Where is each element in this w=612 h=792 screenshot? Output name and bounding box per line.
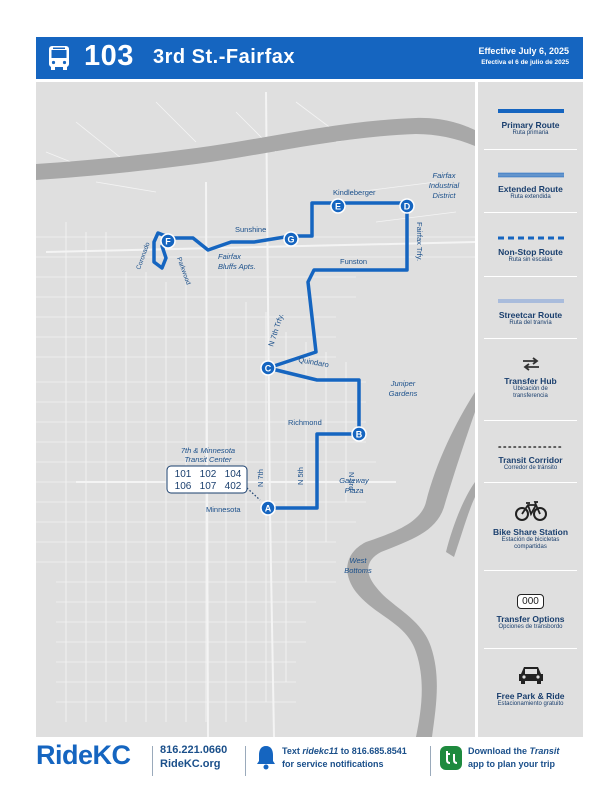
stop-f[interactable]: F xyxy=(160,233,176,249)
extended-route-line xyxy=(497,172,564,178)
phone-number[interactable]: 816.221.0660 xyxy=(160,744,228,756)
legend-primary-route: Primary Route Ruta primaria xyxy=(478,102,583,137)
stop-b[interactable]: B xyxy=(351,426,367,442)
label-coronado: Coronado xyxy=(135,241,151,271)
stop-e[interactable]: E xyxy=(330,198,346,214)
label-n5th: N 5th xyxy=(296,467,305,485)
legend-transfer-hub: Transfer Hub Ubicación de transferencia xyxy=(478,357,583,400)
svg-text:Juniper: Juniper xyxy=(390,379,416,388)
transfer-route-402: 402 xyxy=(225,481,242,492)
route-map[interactable]: A B C D E F G Kindleberger Sunshine Funs… xyxy=(36,82,475,737)
dotted-line xyxy=(497,446,564,448)
label-n3rd: N 3rd xyxy=(347,472,356,490)
svg-text:Bluffs Apts.: Bluffs Apts. xyxy=(218,262,256,271)
bus-icon xyxy=(49,46,69,70)
svg-text:A: A xyxy=(265,504,272,514)
app-line1: Download the Transit xyxy=(468,746,560,756)
label-transit-center: 7th & Minnesota Transit Center xyxy=(181,446,235,464)
primary-route-line xyxy=(152,201,409,510)
legend-transit-corridor: Transit Corridor Corredor de tránsito xyxy=(478,437,583,472)
text-alert-line1: Text ridekc11 to 816.685.8541 xyxy=(282,746,407,756)
legend-non-stop-route: Non-Stop Route Ruta sin escalas xyxy=(478,229,583,264)
website-link[interactable]: RideKC.org xyxy=(160,758,221,770)
label-minnesota: Minnesota xyxy=(206,505,241,514)
river-2 xyxy=(347,392,475,737)
label-fairfax-trfy: Fairfax Trfy. xyxy=(415,222,424,261)
transfer-route-107: 107 xyxy=(200,481,217,492)
label-richmond: Richmond xyxy=(288,418,322,427)
transfer-route-106: 106 xyxy=(175,481,192,492)
footer: RideKC 816.221.0660 RideKC.org Text ride… xyxy=(0,740,612,792)
label-funston: Funston xyxy=(340,257,367,266)
svg-text:Gardens: Gardens xyxy=(389,389,418,398)
svg-text:G: G xyxy=(287,235,294,245)
transfer-options-box[interactable]: 101 102 104 106 107 402 xyxy=(166,465,261,501)
car-icon xyxy=(518,667,543,684)
river xyxy=(36,117,475,180)
label-fairfax-industrial: Fairfax Industrial District xyxy=(429,171,460,200)
transfer-route-104: 104 xyxy=(225,469,242,480)
svg-text:B: B xyxy=(356,430,363,440)
label-west-bottoms: West Bottoms xyxy=(344,556,372,575)
map-canvas: A B C D E F G Kindleberger Sunshine Funs… xyxy=(36,91,475,737)
svg-text:Industrial: Industrial xyxy=(429,181,460,190)
ridekc-logo: RideKC xyxy=(36,740,131,770)
label-parkwood: Parkwood xyxy=(175,256,192,286)
svg-text:D: D xyxy=(404,202,411,212)
transfer-route-102: 102 xyxy=(200,469,217,480)
route-box: 000 xyxy=(517,594,544,609)
effective-date: Effective July 6, 2025 xyxy=(478,46,569,56)
stop-d[interactable]: D xyxy=(399,198,415,214)
svg-text:F: F xyxy=(165,237,171,247)
svg-text:Fairfax: Fairfax xyxy=(433,171,456,180)
svg-text:Plaza: Plaza xyxy=(345,486,364,495)
label-fairfax-bluffs: Fairfax Bluffs Apts. xyxy=(218,252,256,271)
svg-text:Fairfax: Fairfax xyxy=(218,252,241,261)
label-kindleberger: Kindleberger xyxy=(333,188,376,197)
text-alert-line2: for service notifications xyxy=(282,759,384,769)
transfer-route-101: 101 xyxy=(175,469,192,480)
legend-park-ride: Free Park & Ride Estacionamiento gratuit… xyxy=(478,664,583,708)
svg-text:Transit Center: Transit Center xyxy=(185,455,232,464)
notification-bell-icon xyxy=(257,746,275,770)
svg-text:7th & Minnesota: 7th & Minnesota xyxy=(181,446,235,455)
svg-text:C: C xyxy=(265,364,272,374)
svg-text:E: E xyxy=(335,202,341,212)
route-header: 103 3rd St.-Fairfax Effective July 6, 20… xyxy=(36,37,583,79)
legend-transfer-options: 000 Transfer Options Opciones de transbo… xyxy=(496,594,565,630)
streetcar-route-line xyxy=(497,299,564,303)
app-line2: app to plan your trip xyxy=(468,759,555,769)
primary-route-line xyxy=(497,109,564,113)
legend-streetcar-route: Streetcar Route Ruta del tranvía xyxy=(478,292,583,327)
street-grid xyxy=(36,101,475,722)
legend-extended-route: Extended Route Ruta extendida xyxy=(478,166,583,201)
label-juniper-gardens: Juniper Gardens xyxy=(389,379,418,398)
stop-a[interactable]: A xyxy=(260,500,276,516)
route-name: 3rd St.-Fairfax xyxy=(153,46,295,68)
non-stop-route-line xyxy=(497,236,564,240)
stop-markers: A B C D E F G xyxy=(160,198,415,516)
label-sunshine: Sunshine xyxy=(235,225,266,234)
bicycle-icon xyxy=(514,501,547,521)
label-gateway-plaza: Gateway Plaza xyxy=(339,476,370,495)
stop-g[interactable]: G xyxy=(283,231,299,247)
svg-text:District: District xyxy=(433,191,457,200)
map-legend: Primary Route Ruta primaria Extended Rou… xyxy=(478,82,583,737)
svg-text:Bottoms: Bottoms xyxy=(344,566,372,575)
river-3 xyxy=(446,482,475,557)
svg-text:Gateway: Gateway xyxy=(339,476,370,485)
route-number: 103 xyxy=(84,40,134,72)
svg-text:West: West xyxy=(350,556,368,565)
stop-c[interactable]: C xyxy=(260,360,276,376)
legend-bike-share: Bike Share Station Estación de bicicleta… xyxy=(478,500,583,551)
label-n7th: N 7th xyxy=(256,469,265,487)
transfer-arrows-icon xyxy=(522,357,539,371)
effective-date-es: Efectiva el 6 de julio de 2025 xyxy=(481,59,569,66)
transit-app-icon[interactable] xyxy=(440,746,462,770)
